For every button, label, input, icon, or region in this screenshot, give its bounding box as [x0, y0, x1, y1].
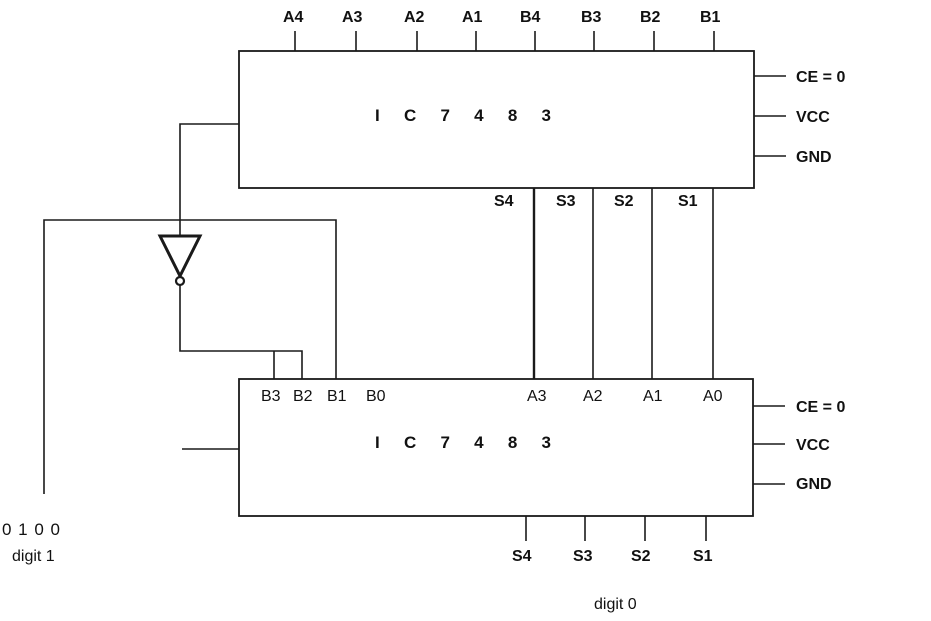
not-gate-bubble [174, 275, 186, 287]
sum-to-input-wires [532, 188, 714, 379]
top-pin-b4-label: B4 [520, 9, 541, 26]
bottom-ce-label: CE = 0 [796, 399, 845, 416]
bottom-pin-b3-label: B3 [261, 388, 281, 405]
top-gnd-label: GND [796, 149, 832, 166]
top-out-s3-label: S3 [556, 193, 576, 210]
bottom-pin-a1-label: A1 [643, 388, 663, 405]
top-out-s4-label: S4 [494, 193, 514, 210]
bottom-pin-a3-label: A3 [527, 388, 547, 405]
top-carry-wire [179, 123, 239, 235]
top-pin-a3-label: A3 [342, 9, 363, 26]
top-pin-b2-label: B2 [640, 9, 661, 26]
digit0-label: digit 0 [594, 596, 637, 613]
top-pin-b3-label: B3 [581, 9, 602, 26]
top-out-s2-label: S2 [614, 193, 634, 210]
bottom-pin-b2-label: B2 [293, 388, 313, 405]
top-pin-b1-label: B1 [700, 9, 721, 26]
top-pin-a1-label: A1 [462, 9, 483, 26]
bottom-pin-a0-label: A0 [703, 388, 723, 405]
bottom-out-s1-label: S1 [693, 548, 713, 565]
bottom-out-s2-label: S2 [631, 548, 651, 565]
bottom-pin-b1-label: B1 [327, 388, 347, 405]
not-gate [157, 234, 203, 287]
bottom-gnd-label: GND [796, 476, 832, 493]
bottom-pin-b0-label: B0 [366, 388, 386, 405]
bottom-ic-output-pins [525, 516, 707, 541]
top-ic-input-pins [294, 31, 715, 51]
digit1-bits: 0 1 0 0 [2, 520, 61, 539]
top-pin-a4-label: A4 [283, 9, 304, 26]
not-gate-triangle [157, 234, 203, 280]
bottom-out-s3-label: S3 [573, 548, 593, 565]
top-vcc-label: VCC [796, 109, 830, 126]
top-pin-a2-label: A2 [404, 9, 425, 26]
inverter-output-wire [179, 285, 303, 379]
bottom-pin-a2-label: A2 [583, 388, 603, 405]
bottom-vcc-label: VCC [796, 437, 830, 454]
top-out-s1-label: S1 [678, 193, 698, 210]
digit1-feedback-wire [43, 219, 337, 494]
bottom-out-s4-label: S4 [512, 548, 532, 565]
top-ce-label: CE = 0 [796, 69, 845, 86]
top-ic-7483 [238, 50, 755, 189]
bottom-ic-7483 [238, 378, 754, 517]
digit1-label: digit 1 [12, 548, 55, 565]
